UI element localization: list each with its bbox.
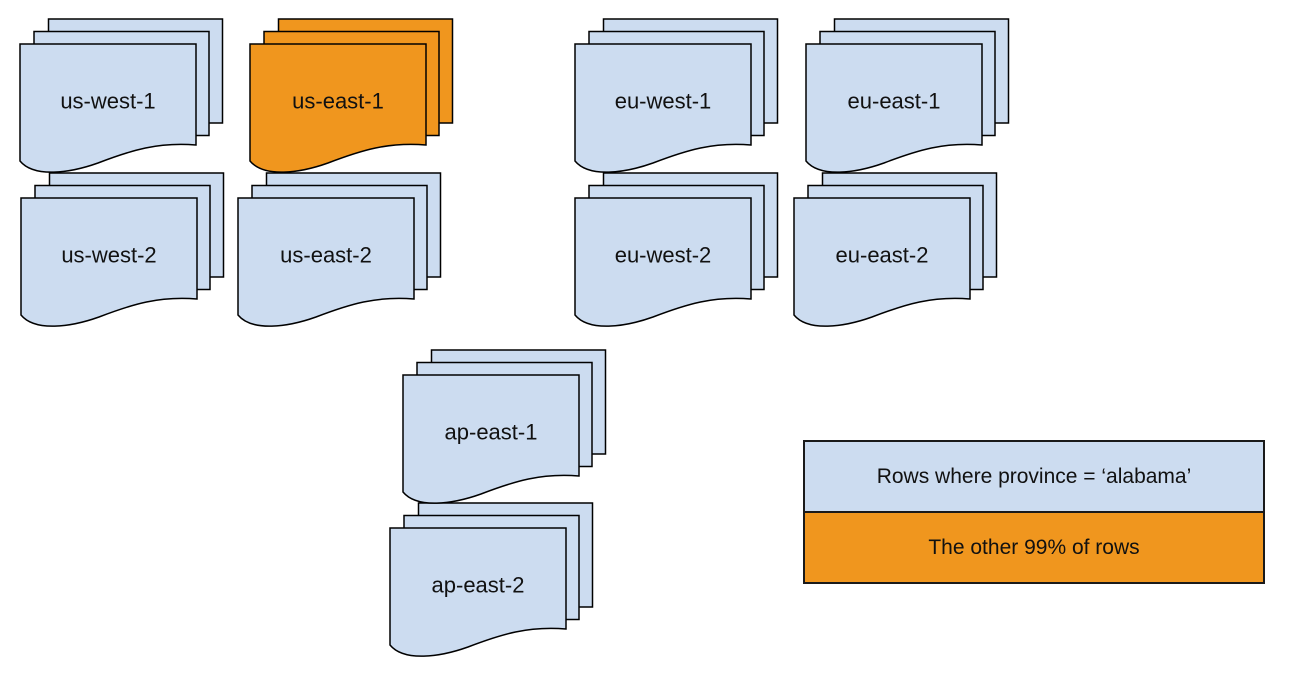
region-label: eu-east-2 xyxy=(836,243,929,268)
region-stack-ap-east-2: ap-east-2 xyxy=(389,502,594,659)
region-stack-eu-east-2: eu-east-2 xyxy=(793,172,998,329)
document-shape-front xyxy=(19,43,197,173)
legend: Rows where province = ‘alabama’ The othe… xyxy=(803,440,1265,584)
region-label: eu-west-2 xyxy=(615,243,712,268)
document-stack-graphic: eu-west-2 xyxy=(574,172,779,327)
region-label: us-west-1 xyxy=(60,89,155,114)
document-stack-graphic: us-east-2 xyxy=(237,172,442,327)
region-stack-eu-east-1: eu-east-1 xyxy=(805,18,1010,175)
legend-item-alabama-rows: Rows where province = ‘alabama’ xyxy=(805,442,1263,511)
legend-label-other-rows: The other 99% of rows xyxy=(928,535,1140,559)
region-label: ap-east-2 xyxy=(432,573,525,598)
region-label: us-west-2 xyxy=(61,243,156,268)
document-shape-front xyxy=(574,43,752,173)
region-label: us-east-2 xyxy=(280,243,372,268)
document-shape-front xyxy=(237,197,415,327)
region-stack-us-east-2: us-east-2 xyxy=(237,172,442,329)
region-label: eu-east-1 xyxy=(848,89,941,114)
region-label: ap-east-1 xyxy=(445,420,538,445)
document-stack-graphic: us-west-1 xyxy=(19,18,224,173)
document-stack-graphic: us-west-2 xyxy=(20,172,225,327)
document-shape-front xyxy=(793,197,971,327)
region-label: us-east-1 xyxy=(292,89,384,114)
document-stack-graphic: ap-east-1 xyxy=(402,349,607,504)
region-stack-ap-east-1: ap-east-1 xyxy=(402,349,607,506)
region-stack-us-west-2: us-west-2 xyxy=(20,172,225,329)
document-shape-front xyxy=(20,197,198,327)
legend-label-alabama-rows: Rows where province = ‘alabama’ xyxy=(876,464,1192,488)
legend-item-other-rows: The other 99% of rows xyxy=(805,511,1263,582)
document-stack-graphic: eu-west-1 xyxy=(574,18,779,173)
document-stack-graphic: us-east-1 xyxy=(249,18,454,173)
document-shape-front xyxy=(402,374,580,504)
document-stack-graphic: ap-east-2 xyxy=(389,502,594,657)
region-label: eu-west-1 xyxy=(615,89,712,114)
region-stack-us-west-1: us-west-1 xyxy=(19,18,224,175)
document-shape-front xyxy=(389,527,567,657)
document-stack-graphic: eu-east-1 xyxy=(805,18,1010,173)
document-shape-front xyxy=(574,197,752,327)
document-shape-front xyxy=(249,43,427,173)
region-stack-us-east-1: us-east-1 xyxy=(249,18,454,175)
document-stack-graphic: eu-east-2 xyxy=(793,172,998,327)
region-stack-eu-west-2: eu-west-2 xyxy=(574,172,779,329)
region-stack-eu-west-1: eu-west-1 xyxy=(574,18,779,175)
document-shape-front xyxy=(805,43,983,173)
